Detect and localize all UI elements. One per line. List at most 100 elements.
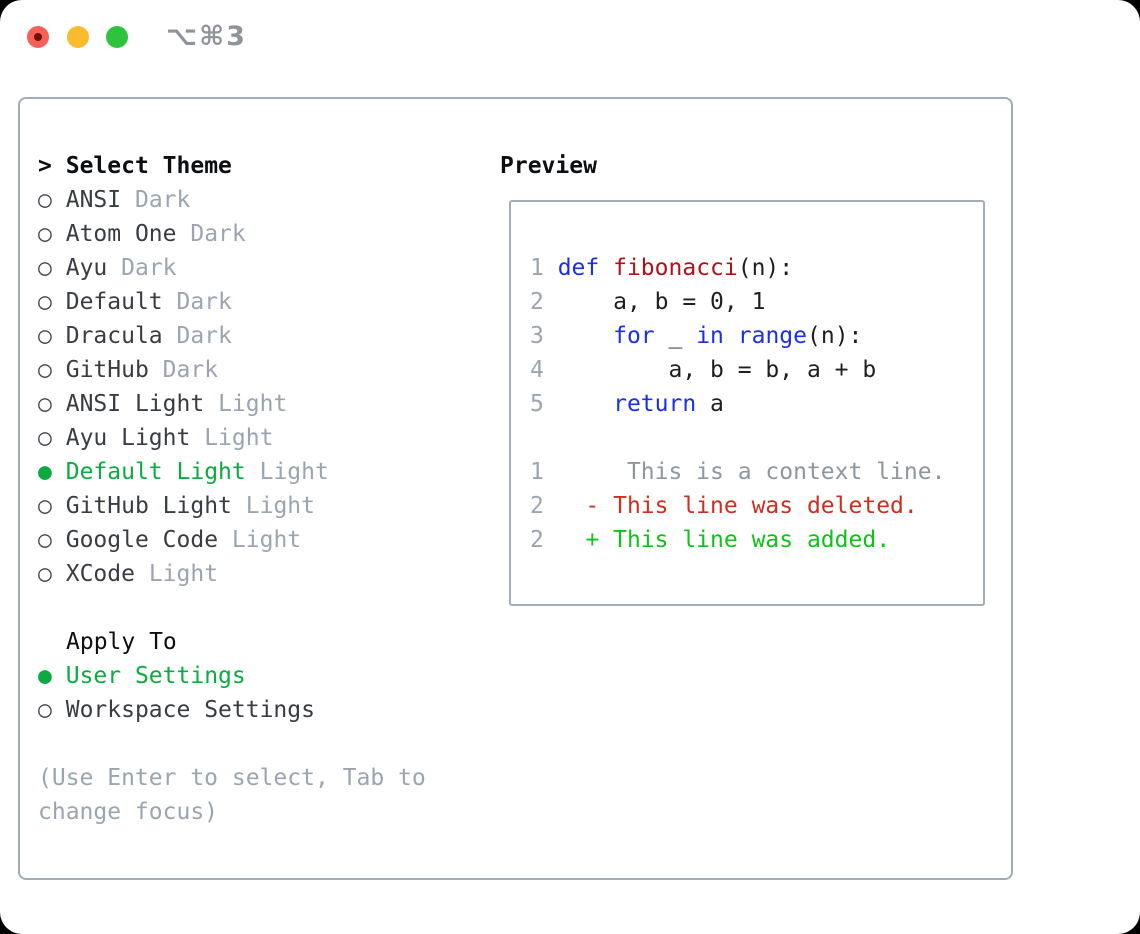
theme-variant: Light xyxy=(259,459,329,485)
theme-variant: Dark xyxy=(190,221,246,247)
theme-variant: Dark xyxy=(134,187,191,213)
theme-option-github-light-light[interactable]: ○ GitHub Light Light xyxy=(38,489,458,523)
theme-variant: Dark xyxy=(121,255,177,281)
theme-option-ansi-light-light[interactable]: ○ ANSI Light Light xyxy=(38,387,458,421)
theme-variant: Light xyxy=(231,527,302,553)
code-token: 1 xyxy=(530,459,544,485)
code-token: a, b = b, a + b xyxy=(557,357,877,383)
theme-name: ANSI Light xyxy=(65,391,205,417)
code-token: fibonacci xyxy=(613,255,738,281)
code-token xyxy=(558,323,613,349)
apply-option-user-settings[interactable]: ● User Settings xyxy=(38,659,458,693)
theme-name: Ayu xyxy=(65,255,108,281)
theme-variant: Light xyxy=(148,561,219,587)
theme-name: XCode xyxy=(65,561,135,587)
apply-option-label: User Settings xyxy=(65,663,246,689)
theme-name: Dracula xyxy=(65,323,163,349)
apply-option-workspace-settings[interactable]: ○ Workspace Settings xyxy=(38,693,458,727)
code-token: a xyxy=(696,391,724,417)
theme-name: GitHub Light xyxy=(65,493,232,519)
radio-icon: ○ xyxy=(38,255,52,281)
main-panel: > Select Theme ○ ANSI Dark○ Atom One Dar… xyxy=(18,97,1013,880)
code-token: def xyxy=(557,255,600,281)
code-line: 2 - This line was deleted. xyxy=(530,489,983,523)
radio-icon: ○ xyxy=(38,391,52,417)
code-token: 5 xyxy=(530,391,558,417)
close-indicator-dot xyxy=(34,33,42,41)
close-button[interactable] xyxy=(27,26,49,48)
radio-icon: ● xyxy=(38,459,52,485)
radio-icon: ○ xyxy=(38,323,52,349)
theme-variant: Light xyxy=(218,391,288,417)
code-line xyxy=(530,421,983,455)
code-line: 4 a, b = b, a + b xyxy=(530,353,983,387)
theme-name: ANSI xyxy=(65,187,122,213)
code-token: return xyxy=(613,391,697,417)
theme-name: Default Light xyxy=(65,459,246,485)
theme-option-dracula-dark[interactable]: ○ Dracula Dark xyxy=(38,319,458,353)
theme-option-atom-one-dark[interactable]: ○ Atom One Dark xyxy=(38,217,458,251)
theme-option-xcode-light[interactable]: ○ XCode Light xyxy=(38,557,458,591)
zoom-button[interactable] xyxy=(106,26,128,48)
theme-option-ansi-dark[interactable]: ○ ANSI Dark xyxy=(38,183,458,217)
radio-icon: ● xyxy=(38,663,52,689)
help-text: (Use Enter to select, Tab to change focu… xyxy=(38,765,426,825)
theme-name: Google Code xyxy=(65,527,219,553)
radio-icon: ○ xyxy=(38,697,52,723)
theme-option-ayu-dark[interactable]: ○ Ayu Dark xyxy=(38,251,458,285)
code-token: 2 xyxy=(530,493,544,519)
code-token xyxy=(558,391,613,417)
apply-to-list: ● User Settings○ Workspace Settings xyxy=(38,659,458,727)
apply-option-label: Workspace Settings xyxy=(65,697,315,723)
code-token: 3 xyxy=(530,323,558,349)
window-title: ⌥⌘3 xyxy=(166,21,247,52)
radio-icon: ○ xyxy=(38,425,52,451)
code-line: 3 for _ in range(n): xyxy=(530,319,983,353)
focus-caret-icon: > xyxy=(38,153,52,179)
theme-variant: Dark xyxy=(176,289,232,315)
code-line: 2 a, b = 0, 1 xyxy=(530,285,983,319)
code-token: 2 xyxy=(530,289,558,315)
theme-variant: Dark xyxy=(162,357,219,383)
code-token: 4 xyxy=(530,357,558,383)
code-token: (n): xyxy=(807,323,863,349)
code-token: 2 xyxy=(530,527,544,553)
theme-list: ○ ANSI Dark○ Atom One Dark○ Ayu Dark○ De… xyxy=(38,183,458,591)
code-token: a, b = 0, 1 xyxy=(557,289,766,315)
theme-variant: Light xyxy=(245,493,315,519)
code-line: 2 + This line was added. xyxy=(530,523,983,557)
radio-icon: ○ xyxy=(38,357,52,383)
radio-icon: ○ xyxy=(38,527,52,553)
theme-name: Default xyxy=(65,289,163,315)
radio-icon: ○ xyxy=(38,493,52,519)
code-token: (n): xyxy=(737,255,794,281)
apply-to-header: Apply To xyxy=(66,629,177,655)
theme-option-default-light-light[interactable]: ● Default Light Light xyxy=(38,455,458,489)
code-line: 1 This is a context line. xyxy=(530,455,983,489)
theme-name: Ayu Light xyxy=(65,425,191,451)
code-token: This is a context line. xyxy=(543,459,946,485)
code-token xyxy=(724,323,738,349)
code-token: in xyxy=(696,323,724,349)
code-line: 5 return a xyxy=(530,387,983,421)
theme-variant: Light xyxy=(204,425,274,451)
minimize-button[interactable] xyxy=(67,26,89,48)
select-theme-header-label: Select Theme xyxy=(65,153,232,179)
theme-option-default-dark[interactable]: ○ Default Dark xyxy=(38,285,458,319)
code-token: + This line was added. xyxy=(543,527,891,553)
theme-option-github-dark[interactable]: ○ GitHub Dark xyxy=(38,353,458,387)
preview-header: Preview xyxy=(500,153,597,179)
code-line: 1 def fibonacci(n): xyxy=(530,251,983,285)
code-token: _ xyxy=(654,323,697,349)
code-token: range xyxy=(737,323,807,349)
radio-icon: ○ xyxy=(38,561,52,587)
spacer xyxy=(38,727,458,761)
code-token: for xyxy=(613,323,655,349)
theme-option-google-code-light[interactable]: ○ Google Code Light xyxy=(38,523,458,557)
radio-icon: ○ xyxy=(38,187,52,213)
spacer xyxy=(38,591,458,625)
theme-option-ayu-light-light[interactable]: ○ Ayu Light Light xyxy=(38,421,458,455)
theme-name: Atom One xyxy=(65,221,177,247)
